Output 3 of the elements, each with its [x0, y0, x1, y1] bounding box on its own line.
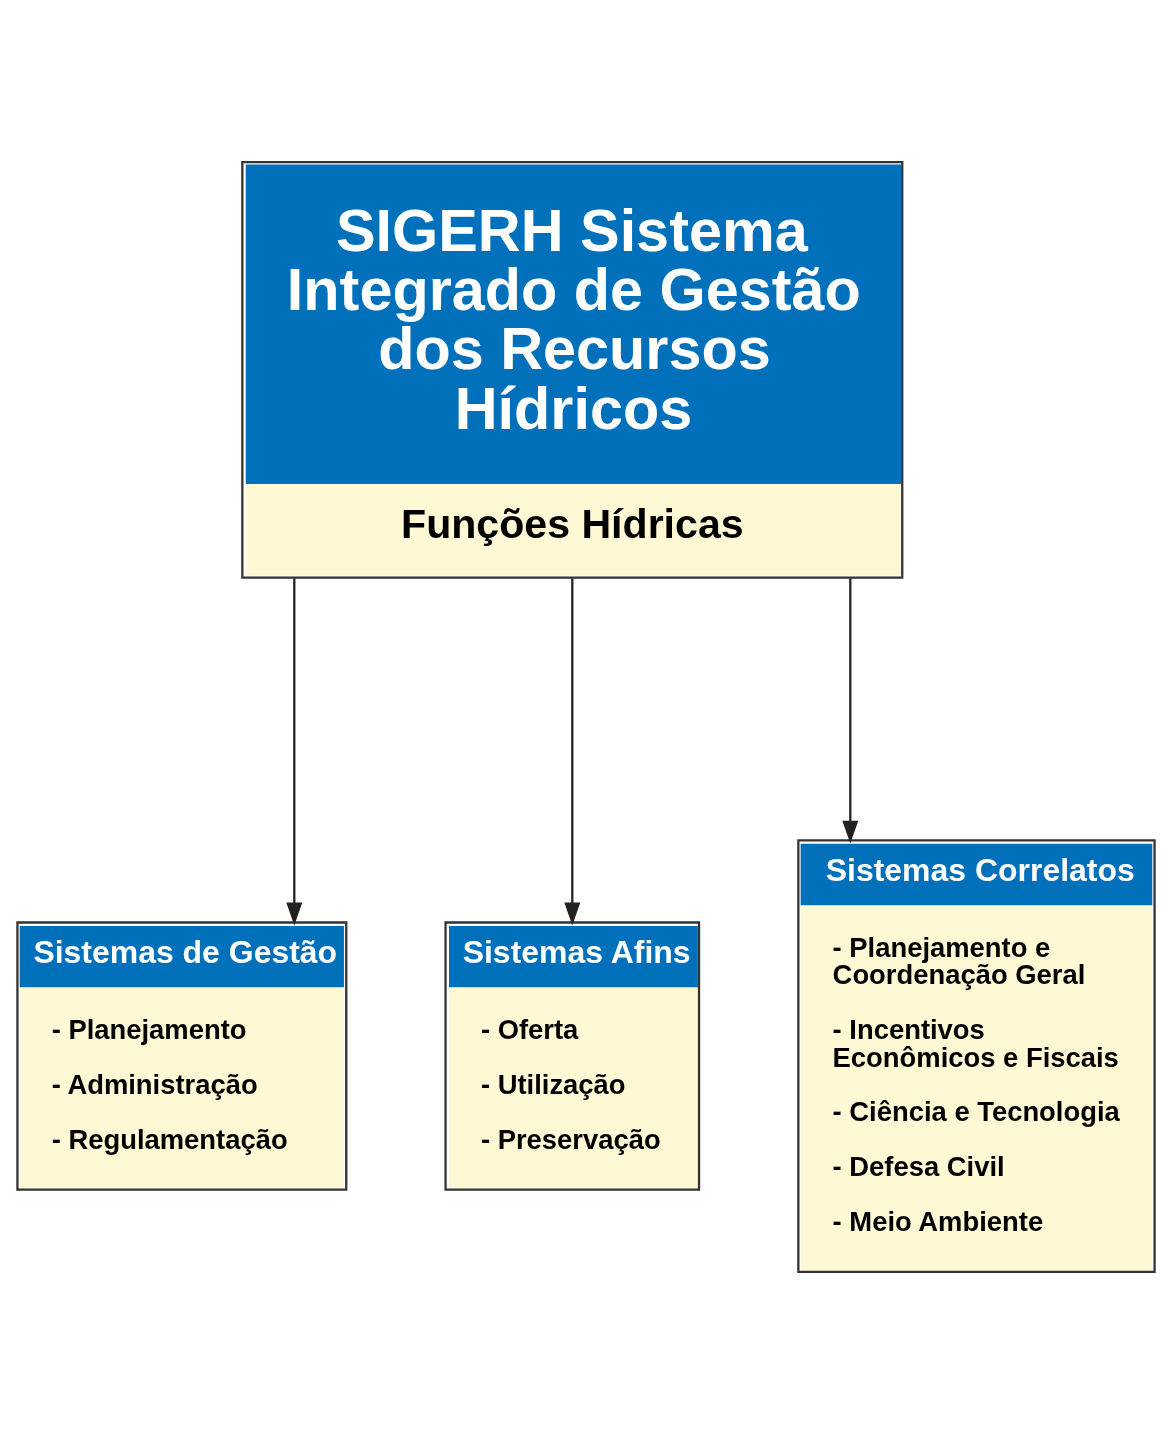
arrow: [286, 578, 303, 925]
arrow: [842, 578, 859, 844]
arrow: [564, 578, 581, 925]
